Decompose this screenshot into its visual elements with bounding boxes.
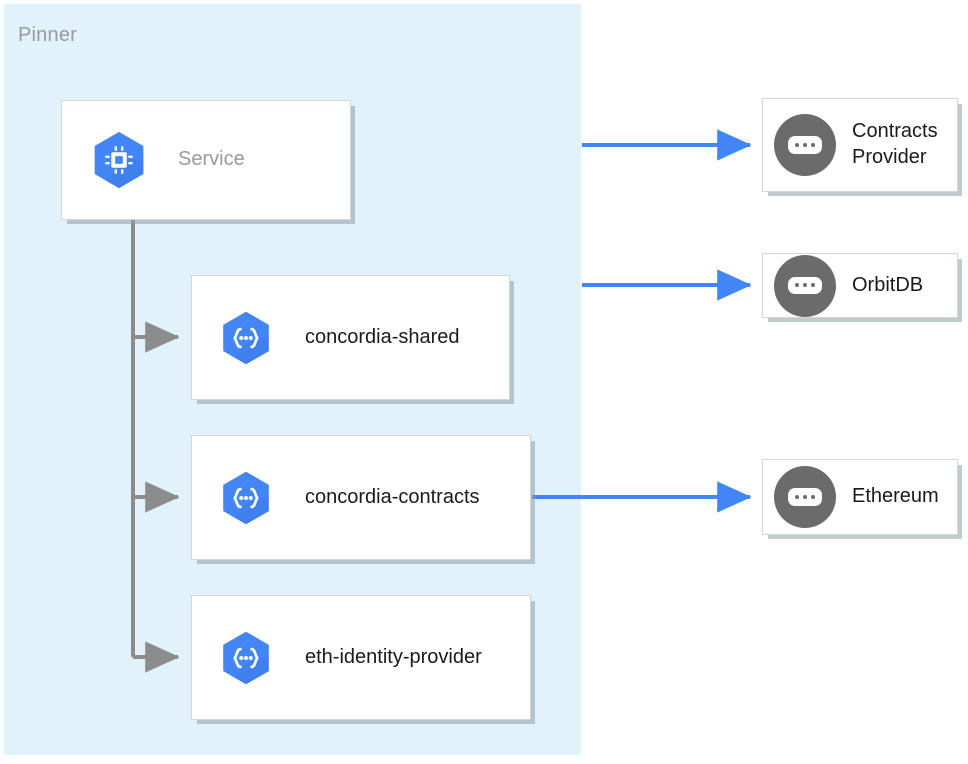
pinner-zone-label: Pinner [18, 24, 78, 46]
node-ethereum[interactable]: Ethereum [762, 459, 958, 535]
node-label-concordia-shared: concordia-shared [305, 325, 460, 348]
gcp-code-braces-hexagon-icon [217, 309, 275, 367]
gcp-code-braces-hexagon-icon [217, 469, 275, 527]
node-service[interactable]: Service [61, 100, 351, 220]
node-orbitdb[interactable]: OrbitDB [762, 253, 958, 318]
node-label-concordia-contracts: concordia-contracts [305, 485, 480, 508]
dots-pill-circle-icon [774, 466, 836, 528]
dots-pill-circle-icon [774, 254, 836, 317]
node-contracts-provider[interactable]: Contracts Provider [762, 98, 958, 192]
node-eth-identity-provider[interactable]: eth-identity-provider [191, 595, 531, 720]
node-label-contracts-provider: Contracts Provider [852, 120, 938, 168]
gcp-code-braces-hexagon-icon [217, 629, 275, 687]
gcp-compute-chip-hexagon-icon [88, 129, 150, 191]
node-concordia-contracts[interactable]: concordia-contracts [191, 435, 531, 560]
dots-pill-circle-icon [774, 114, 836, 176]
node-label-orbitdb: OrbitDB [852, 273, 924, 296]
node-concordia-shared[interactable]: concordia-shared [191, 275, 510, 400]
node-label-eth-identity-provider: eth-identity-provider [305, 645, 482, 668]
node-label-ethereum: Ethereum [852, 485, 939, 508]
node-label-service: Service [178, 148, 245, 171]
